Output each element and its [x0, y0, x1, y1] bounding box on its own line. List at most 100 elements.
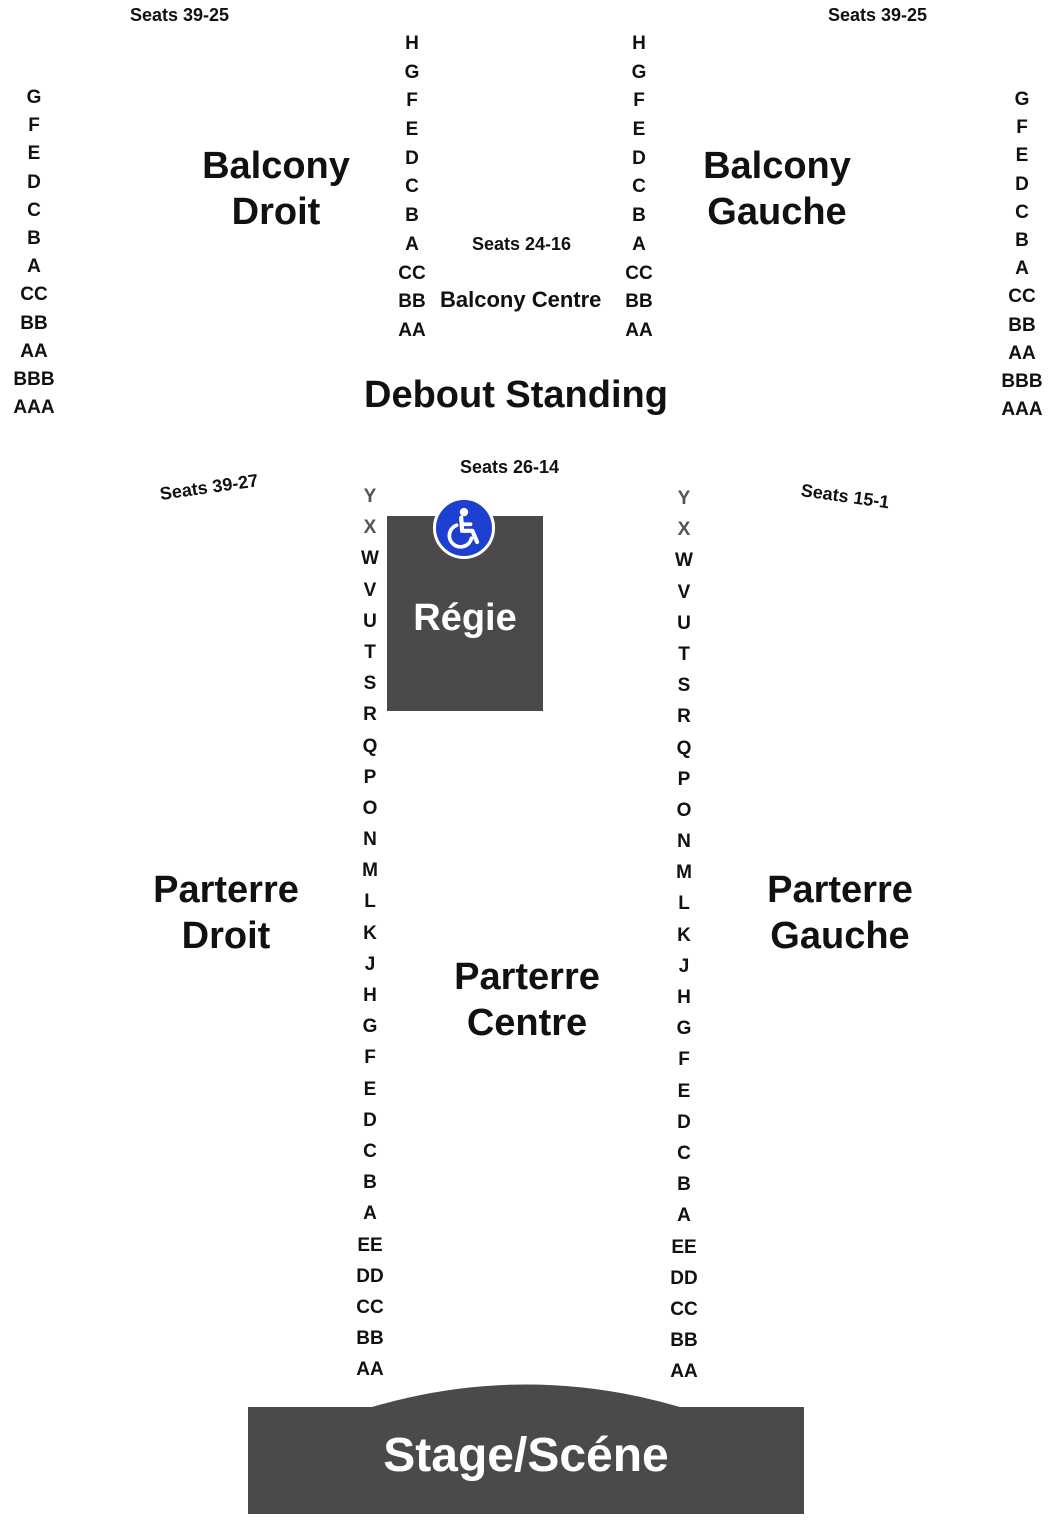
row-label: T: [678, 643, 690, 665]
parterre-centre-seats: Seats 26-14: [460, 457, 560, 477]
row-label: B: [632, 205, 646, 227]
row-label: D: [363, 1109, 377, 1131]
wheelchair-icon: [433, 497, 495, 559]
row-label: C: [677, 1142, 691, 1164]
row-label: AA: [1008, 342, 1036, 364]
row-label: BBB: [13, 368, 55, 390]
row-label: F: [406, 90, 418, 112]
balcony-gauche-label: Balcony Gauche: [692, 143, 862, 235]
row-label: C: [27, 199, 41, 221]
row-label: E: [363, 1078, 377, 1100]
row-label: F: [633, 90, 645, 112]
balcony-droit-seats: Seats 39-25: [130, 5, 230, 25]
row-label: B: [363, 1172, 377, 1194]
row-label: CC: [625, 262, 653, 284]
row-label: A: [27, 256, 41, 278]
row-label: C: [1015, 201, 1029, 223]
row-label: BB: [1008, 314, 1036, 336]
row-label: BB: [398, 291, 426, 313]
row-label: J: [678, 955, 690, 977]
row-label: U: [363, 610, 377, 632]
row-label: AAA: [13, 397, 55, 419]
balcony-droit-line2: Droit: [231, 191, 321, 233]
row-label: AA: [398, 319, 426, 341]
row-label: J: [364, 953, 376, 975]
row-label: A: [632, 233, 646, 255]
balcony-droit-label: Balcony Droit: [196, 143, 356, 235]
row-label: E: [1015, 145, 1029, 167]
row-label: X: [363, 517, 377, 539]
row-label: H: [632, 33, 646, 54]
row-label: G: [1014, 89, 1030, 110]
row-label: BB: [625, 291, 653, 313]
row-label: F: [364, 1047, 376, 1069]
row-label: BBB: [1001, 370, 1043, 392]
row-label: A: [1015, 258, 1029, 280]
row-label: C: [363, 1140, 377, 1162]
balcony-gauche-line1: Balcony: [703, 145, 851, 187]
row-label: E: [632, 119, 646, 141]
balcony-gauche-seats: Seats 39-25: [828, 5, 928, 25]
row-label: CC: [398, 262, 426, 284]
row-label: U: [677, 612, 691, 634]
row-label: Q: [362, 735, 378, 757]
row-label: A: [405, 233, 419, 255]
row-label: H: [677, 987, 691, 1008]
row-label: K: [677, 924, 691, 946]
row-label: O: [362, 797, 378, 819]
row-label: AA: [670, 1361, 698, 1383]
row-label: F: [678, 1049, 690, 1071]
row-label: EE: [671, 1236, 697, 1258]
row-label: D: [677, 1111, 691, 1133]
row-label: B: [677, 1174, 691, 1196]
row-label: BB: [670, 1330, 698, 1352]
row-label: B: [27, 227, 41, 249]
row-label: AAA: [1001, 399, 1043, 421]
parterre-gauche-line1: Parterre: [767, 869, 913, 911]
row-label: F: [1016, 117, 1028, 139]
balcony-centre-label: Balcony Centre: [440, 287, 602, 312]
row-label: AA: [625, 319, 653, 341]
row-label: H: [363, 985, 377, 1006]
row-label: C: [405, 176, 419, 198]
row-label: V: [363, 579, 377, 601]
row-label: S: [677, 675, 691, 697]
row-label: E: [677, 1080, 691, 1102]
parterre-gauche-label: Parterre Gauche: [759, 867, 921, 959]
row-label: CC: [356, 1296, 384, 1318]
row-label: W: [675, 550, 693, 572]
row-label: F: [28, 115, 40, 137]
row-label: C: [632, 176, 646, 198]
row-label: AA: [356, 1359, 384, 1381]
row-label: CC: [670, 1298, 698, 1320]
row-label: N: [363, 829, 377, 851]
row-label: M: [676, 862, 692, 884]
row-label: L: [678, 893, 690, 915]
parterre-droit-line2: Droit: [181, 915, 271, 957]
row-label: S: [363, 673, 377, 695]
row-label: DD: [356, 1265, 384, 1287]
row-label: G: [631, 61, 647, 83]
row-label: D: [1015, 173, 1029, 195]
row-label: DD: [670, 1267, 698, 1289]
row-label: H: [405, 33, 419, 54]
row-label: A: [363, 1203, 377, 1225]
row-label: G: [404, 61, 420, 83]
row-label: Q: [676, 737, 692, 759]
row-label: A: [677, 1205, 691, 1227]
row-label: T: [364, 641, 376, 663]
balcony-droit-line1: Balcony: [202, 145, 350, 187]
row-label: R: [677, 706, 691, 728]
row-label: M: [362, 860, 378, 882]
row-label: W: [361, 548, 379, 570]
row-label: AA: [20, 340, 48, 362]
row-label: V: [677, 581, 691, 603]
parterre-centre-line2: Centre: [466, 1002, 588, 1044]
